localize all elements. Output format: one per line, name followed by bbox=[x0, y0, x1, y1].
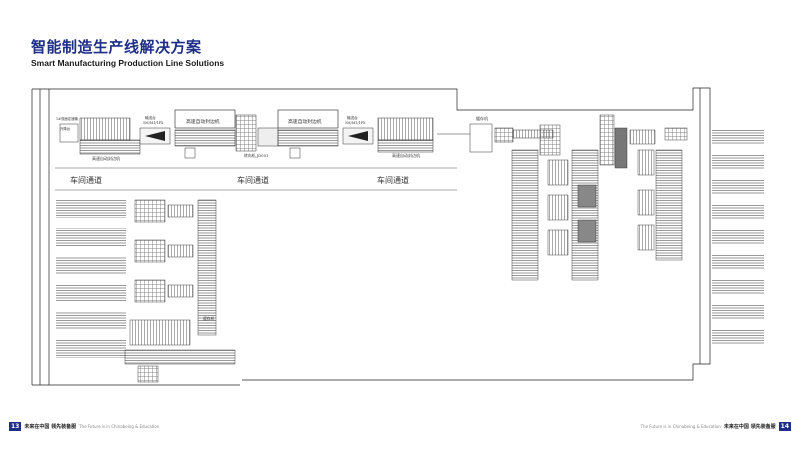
turning-machine bbox=[235, 114, 279, 152]
page-title: 智能制造生产线解决方案 bbox=[31, 38, 202, 56]
footer-brand-left: 未来在中国 领先装备服 bbox=[24, 424, 77, 430]
edge-bander-1 bbox=[174, 109, 236, 159]
stacker-left-label: 1#双面定速输 bbox=[56, 116, 79, 121]
edge-bander-left bbox=[79, 139, 141, 155]
loader-label: 缓存机 bbox=[203, 316, 215, 321]
footer-tag-left: The Future is in Chinabeing & Education bbox=[79, 424, 160, 429]
page-number-right: 14 bbox=[778, 422, 791, 431]
conveyor-1-model: 5M/M1/1PX bbox=[143, 121, 164, 125]
page-number-left: 13 bbox=[9, 422, 22, 431]
cutting-lines bbox=[124, 199, 236, 383]
footer-left: 13 未来在中国 领先装备服 The Future is in Chinabei… bbox=[9, 422, 159, 431]
storage-racks-right bbox=[712, 130, 764, 345]
edge-bander-right-label: 高速自动封边机 bbox=[392, 152, 420, 158]
turning-machine-label: 转向机,JD001 bbox=[244, 153, 268, 158]
edge-bander-1-label: 高速自动封边机 bbox=[186, 118, 220, 125]
stacker-left-label-2: 升降台 bbox=[60, 126, 71, 131]
edge-bander-2-label: 高速自动封边机 bbox=[288, 118, 322, 125]
buffer-machine-label: 缓存机 bbox=[476, 115, 488, 121]
aisle-label-1: 车间通道 bbox=[70, 175, 102, 185]
footer-right: The Future is in Chinabeing & Education … bbox=[641, 422, 791, 431]
conveyor-2-model: 5M/M1/1PX bbox=[345, 121, 366, 125]
edge-bander-left-label: 高速自动封边机 bbox=[92, 155, 120, 161]
conveyor-2-label: 输送台 bbox=[347, 115, 358, 120]
aisle-label-3: 车间通道 bbox=[377, 175, 409, 185]
footer-tag-right: The Future is in Chinabeing & Education bbox=[640, 424, 721, 429]
storage-racks-left bbox=[56, 200, 126, 358]
workshop-aisle bbox=[55, 167, 457, 191]
conveyor-2 bbox=[342, 127, 374, 145]
aisle-label-2: 车间通道 bbox=[237, 175, 269, 185]
sorting-area bbox=[511, 114, 688, 281]
buffer-machine bbox=[437, 123, 554, 153]
conveyor-1 bbox=[139, 127, 171, 145]
edge-bander-right bbox=[377, 117, 434, 153]
edge-bander-2 bbox=[277, 109, 339, 159]
workshop-outline bbox=[31, 87, 711, 386]
stacker-left bbox=[59, 117, 131, 143]
conveyor-1-label: 输送台 bbox=[145, 115, 156, 120]
page-subtitle: Smart Manufacturing Production Line Solu… bbox=[31, 58, 225, 68]
footer-brand-right: 未来在中国 领先装备服 bbox=[723, 424, 776, 430]
